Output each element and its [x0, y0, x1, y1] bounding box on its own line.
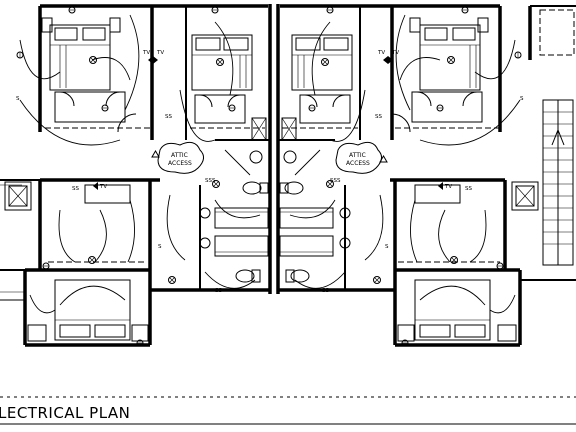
upper-right-bedroom	[391, 14, 521, 146]
switch-3: SS	[165, 114, 172, 120]
switch-4: SS	[375, 114, 382, 120]
attic-access-left-line1: ATTIC	[171, 152, 188, 159]
switch-11: S	[158, 244, 162, 250]
left-hatch	[0, 184, 25, 301]
drawing-title-block: LECTRICAL PLAN	[0, 396, 576, 425]
drawing-title: LECTRICAL PLAN	[0, 404, 130, 422]
tv-label-right-1: TV	[377, 50, 385, 56]
attic-access-right-line2: ACCESS	[346, 160, 370, 167]
switch-7: SSS	[205, 178, 216, 184]
switch-symbols: S S SS SS SS SS SSS SSS SS SS S S	[16, 96, 524, 294]
switch-1: S	[16, 96, 20, 102]
tv-label-right-2: TV	[391, 50, 399, 56]
upper-center-left-room	[179, 21, 265, 142]
attic-access-right: ATTIC ACCESS	[335, 141, 388, 174]
bed	[49, 24, 111, 91]
receptacle-symbols	[16, 6, 522, 347]
exterior-walls	[0, 4, 576, 347]
upper-center-right-room	[282, 21, 366, 142]
attic-access-left: ATTIC ACCESS	[151, 141, 204, 174]
tv-label-lower-right: TV	[444, 184, 452, 190]
bed	[54, 279, 131, 341]
tv-label-left-2: TV	[156, 50, 164, 56]
bed	[414, 279, 491, 341]
lower-right-bedroom	[397, 181, 539, 342]
attic-access-right-line1: ATTIC	[349, 152, 366, 159]
lower-left-bedroom	[4, 181, 149, 342]
bed	[419, 24, 481, 91]
stairs	[539, 9, 575, 266]
tv-label-left-1: TV	[142, 50, 150, 56]
tv-outlets: TV TV TV TV TV TV	[93, 50, 452, 190]
central-baths	[166, 117, 384, 289]
switch-8: SSS	[330, 178, 341, 184]
upper-left-bedroom	[19, 14, 150, 146]
switch-6: SS	[465, 186, 472, 192]
switch-5: SS	[72, 186, 79, 192]
attic-access-left-line2: ACCESS	[168, 160, 192, 167]
switch-10: SS	[322, 288, 329, 294]
switch-9: SS	[215, 288, 222, 294]
switch-2: S	[520, 96, 524, 102]
switch-12: S	[385, 244, 389, 250]
tv-label-lower-left: TV	[99, 184, 107, 190]
